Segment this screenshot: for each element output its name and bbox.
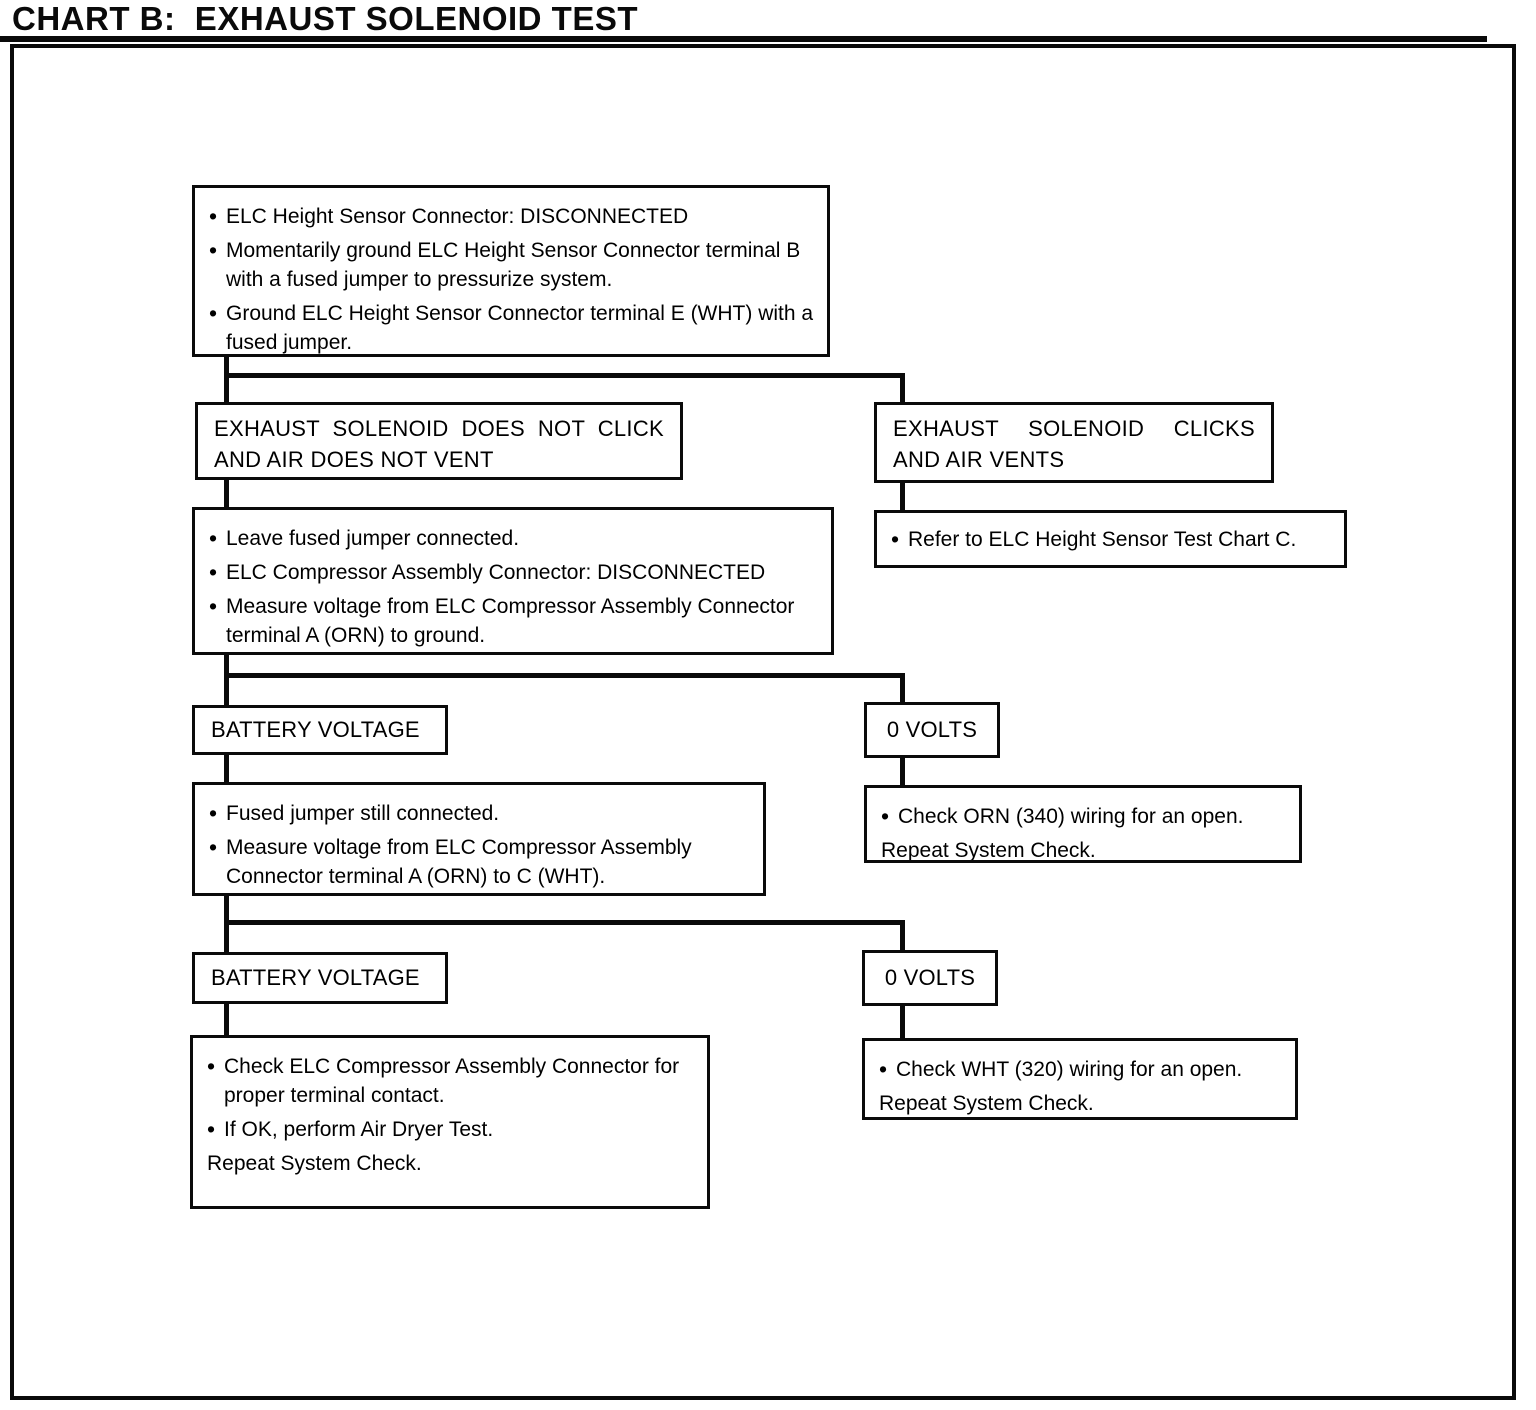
- bullet-item: Ground ELC Height Sensor Connector termi…: [209, 299, 817, 354]
- page-title: CHART B: EXHAUST SOLENOID TEST: [12, 0, 639, 37]
- bullet-item: Leave fused jumper connected.: [209, 524, 821, 553]
- zero-volts-2-box: 0 VOLTS: [862, 950, 998, 1006]
- connector-v-branch3-right: [900, 920, 905, 952]
- bullet-item: Check WHT (320) wiring for an open.: [879, 1055, 1285, 1084]
- check-wht-box: Check WHT (320) wiring for an open. Repe…: [862, 1038, 1298, 1120]
- bullet-item: ELC Compressor Assembly Connector: DISCO…: [209, 558, 821, 587]
- result-no-click-box: EXHAUST SOLENOID DOES NOT CLICK AND AIR …: [195, 402, 683, 480]
- zero-volts-1-box: 0 VOLTS: [864, 702, 1000, 758]
- chart-frame: [10, 44, 1516, 1400]
- bullet-item: Refer to ELC Height Sensor Test Chart C.: [891, 525, 1334, 554]
- connector-h-branch2: [224, 673, 905, 678]
- final-left-box: Check ELC Compressor Assembly Connector …: [190, 1035, 710, 1209]
- bullet-item: Check ELC Compressor Assembly Connector …: [207, 1052, 697, 1110]
- result-no-click-label: EXHAUST SOLENOID DOES NOT CLICK AND AIR …: [214, 416, 664, 472]
- connector-v-no-click-down: [224, 478, 229, 510]
- battery-voltage-1-label: BATTERY VOLTAGE: [211, 717, 420, 742]
- bullet-item: Check ORN (340) wiring for an open.: [881, 802, 1289, 831]
- zero-volts-1-label: 0 VOLTS: [886, 717, 978, 742]
- box-footer: Repeat System Check.: [207, 1152, 422, 1175]
- title-rule: [0, 36, 1487, 42]
- connector-v-battery2-down: [224, 1002, 229, 1037]
- step1-instructions-box: ELC Height Sensor Connector: DISCONNECTE…: [192, 185, 830, 357]
- connector-h-branch1: [224, 373, 905, 378]
- connector-v-volts1-down: [900, 756, 905, 787]
- connector-v-step1-left: [224, 355, 229, 404]
- bullet-item: Momentarily ground ELC Height Sensor Con…: [209, 236, 817, 294]
- bullet-item: If OK, perform Air Dryer Test.: [207, 1115, 697, 1144]
- box-footer: Repeat System Check.: [879, 1092, 1094, 1115]
- bullet-item: Measure voltage from ELC Compressor Asse…: [209, 833, 753, 891]
- connector-v-battery1-down: [224, 753, 229, 784]
- zero-volts-2-label: 0 VOLTS: [884, 965, 976, 990]
- bullet-item: Measure voltage from ELC Compressor Asse…: [209, 592, 821, 650]
- bullet-list: Refer to ELC Height Sensor Test Chart C.: [877, 513, 1344, 554]
- bullet-item: ELC Height Sensor Connector: DISCONNECTE…: [209, 202, 817, 231]
- battery-voltage-2-box: BATTERY VOLTAGE: [192, 952, 448, 1004]
- connector-v-branch1-right: [900, 373, 905, 404]
- connector-v-step2-left: [224, 653, 229, 707]
- bullet-list: Leave fused jumper connected. ELC Compre…: [195, 510, 831, 650]
- connector-v-volts2-down: [900, 1004, 905, 1040]
- connector-v-clicks-down: [900, 481, 905, 512]
- step2-instructions-box: Leave fused jumper connected. ELC Compre…: [192, 507, 834, 655]
- bullet-list: ELC Height Sensor Connector: DISCONNECTE…: [195, 188, 827, 354]
- bullet-list: Fused jumper still connected. Measure vo…: [195, 785, 763, 891]
- connector-h-branch3: [224, 920, 905, 925]
- refer-chart-c-box: Refer to ELC Height Sensor Test Chart C.: [874, 510, 1347, 568]
- connector-v-branch2-right: [900, 673, 905, 704]
- check-orn-box: Check ORN (340) wiring for an open. Repe…: [864, 785, 1302, 863]
- box-footer: Repeat System Check.: [881, 839, 1096, 862]
- result-clicks-label: EXHAUST SOLENOID CLICKS AND AIR VENTS: [893, 416, 1255, 472]
- battery-voltage-1-box: BATTERY VOLTAGE: [192, 705, 448, 755]
- result-clicks-box: EXHAUST SOLENOID CLICKS AND AIR VENTS: [874, 402, 1274, 483]
- bullet-list: Check WHT (320) wiring for an open.: [865, 1041, 1295, 1084]
- battery-voltage-2-label: BATTERY VOLTAGE: [211, 965, 420, 990]
- bullet-item: Fused jumper still connected.: [209, 799, 753, 828]
- bullet-list: Check ELC Compressor Assembly Connector …: [193, 1038, 707, 1144]
- step3-instructions-box: Fused jumper still connected. Measure vo…: [192, 782, 766, 896]
- bullet-list: Check ORN (340) wiring for an open.: [867, 788, 1299, 831]
